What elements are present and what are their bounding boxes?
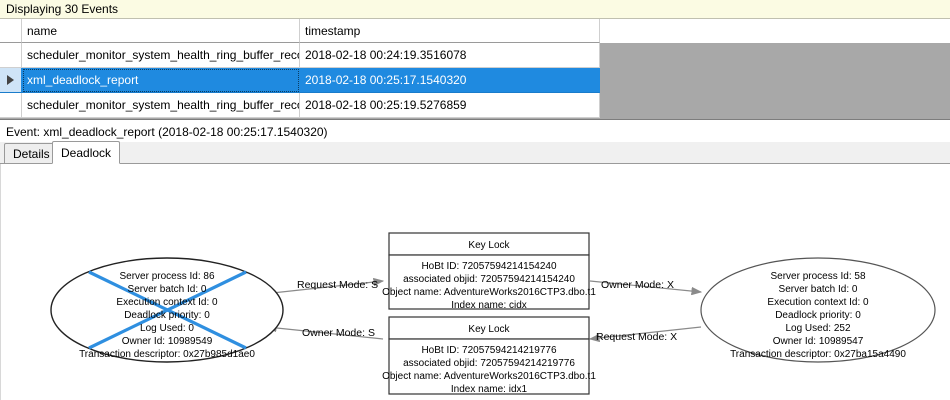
edge-right-request <box>588 326 702 343</box>
bottom-key-lock-line-0: HoBt ID: 72057594214219776 <box>421 345 557 356</box>
column-header-timestamp[interactable]: timestamp <box>300 19 600 43</box>
cell-name[interactable]: scheduler_monitor_system_health_ring_buf… <box>22 93 300 118</box>
right-process-line-0: Server process Id: 58 <box>770 271 865 282</box>
tab-deadlock[interactable]: Deadlock <box>52 141 121 164</box>
left-process-node[interactable]: Server process Id: 86 Server batch Id: 0… <box>50 257 284 363</box>
left-process-line-2: Execution context Id: 0 <box>116 297 218 308</box>
right-process-line-2: Execution context Id: 0 <box>767 297 869 308</box>
table-row[interactable]: xml_deadlock_report 2018-02-18 00:25:17.… <box>0 68 950 93</box>
left-process-line-5: Owner Id: 10989549 <box>122 336 213 347</box>
top-key-lock-line-3: Index name: cidx <box>451 300 527 311</box>
cell-name[interactable]: scheduler_monitor_system_health_ring_buf… <box>22 43 300 68</box>
events-grid[interactable]: name timestamp scheduler_monitor_system_… <box>0 19 950 120</box>
edge-label-left-owner: Owner Mode: S <box>302 327 375 339</box>
events-banner: Displaying 30 Events <box>0 0 950 19</box>
edge-right-owner <box>589 280 703 296</box>
top-key-lock-line-0: HoBt ID: 72057594214154240 <box>421 261 557 272</box>
tabstrip: Details Deadlock <box>0 141 950 164</box>
column-header-name[interactable]: name <box>22 19 300 43</box>
top-key-lock-title: Key Lock <box>468 240 510 251</box>
cell-timestamp[interactable]: 2018-02-18 00:24:19.3516078 <box>300 43 600 68</box>
right-process-line-4: Log Used: 252 <box>785 323 850 334</box>
top-key-lock-node[interactable]: Key Lock HoBt ID: 72057594214154240 asso… <box>382 232 596 311</box>
left-process-line-3: Deadlock priority: 0 <box>124 310 210 321</box>
edge-label-left-request: Request Mode: S <box>297 279 378 291</box>
left-process-line-4: Log Used: 0 <box>140 323 194 334</box>
cell-name[interactable]: xml_deadlock_report <box>22 68 300 93</box>
column-header-selector <box>0 19 22 43</box>
tab-details[interactable]: Details <box>4 143 59 163</box>
cell-timestamp[interactable]: 2018-02-18 00:25:17.1540320 <box>300 68 600 93</box>
right-process-line-5: Owner Id: 10989547 <box>773 336 864 347</box>
victim-cross-icon <box>88 270 247 350</box>
left-process-line-1: Server batch Id: 0 <box>128 284 207 295</box>
events-grid-header: name timestamp <box>0 19 950 43</box>
right-process-line-6: Transaction descriptor: 0x27ba15a4490 <box>730 349 906 360</box>
edge-label-right-request: Request Mode: X <box>596 331 677 343</box>
edge-left-owner <box>265 323 384 340</box>
table-row[interactable]: scheduler_monitor_system_health_ring_buf… <box>0 43 950 68</box>
event-title-label: Event: xml_deadlock_report (2018-02-18 0… <box>6 125 328 139</box>
edge-label-right-owner: Owner Mode: X <box>601 279 674 291</box>
bottom-key-lock-line-1: associated objid: 72057594214219776 <box>403 358 575 369</box>
bottom-key-lock-line-2: Object name: AdventureWorks2016CTP3.dbo.… <box>382 371 596 382</box>
bottom-key-lock-line-3: Index name: idx1 <box>451 384 528 395</box>
tab-details-label: Details <box>13 146 50 161</box>
top-key-lock-line-2: Object name: AdventureWorks2016CTP3.dbo.… <box>382 287 596 298</box>
right-process-line-1: Server batch Id: 0 <box>779 284 858 295</box>
tab-deadlock-label: Deadlock <box>61 145 112 160</box>
row-selector[interactable] <box>0 68 22 93</box>
events-banner-label: Displaying 30 Events <box>6 2 119 16</box>
table-row[interactable]: scheduler_monitor_system_health_ring_buf… <box>0 93 950 118</box>
right-process-line-3: Deadlock priority: 0 <box>775 310 861 321</box>
row-selector[interactable] <box>0 43 22 68</box>
event-title: Event: xml_deadlock_report (2018-02-18 0… <box>0 122 950 142</box>
cell-timestamp[interactable]: 2018-02-18 00:25:19.5276859 <box>300 93 600 118</box>
left-process-line-0: Server process Id: 86 <box>119 271 214 282</box>
deadlock-graph-canvas[interactable]: Request Mode: S Owner Mode: X Owner Mode… <box>0 164 950 400</box>
bottom-key-lock-title: Key Lock <box>468 324 510 335</box>
top-key-lock-line-1: associated objid: 72057594214154240 <box>403 274 575 285</box>
left-process-line-6: Transaction descriptor: 0x27b985d1ae0 <box>79 349 255 360</box>
bottom-key-lock-node[interactable]: Key Lock HoBt ID: 72057594214219776 asso… <box>382 316 596 395</box>
right-process-node[interactable]: Server process Id: 58 Server batch Id: 0… <box>700 257 936 363</box>
row-arrow-icon <box>7 75 14 85</box>
row-selector[interactable] <box>0 93 22 118</box>
edge-left-request <box>262 277 385 295</box>
